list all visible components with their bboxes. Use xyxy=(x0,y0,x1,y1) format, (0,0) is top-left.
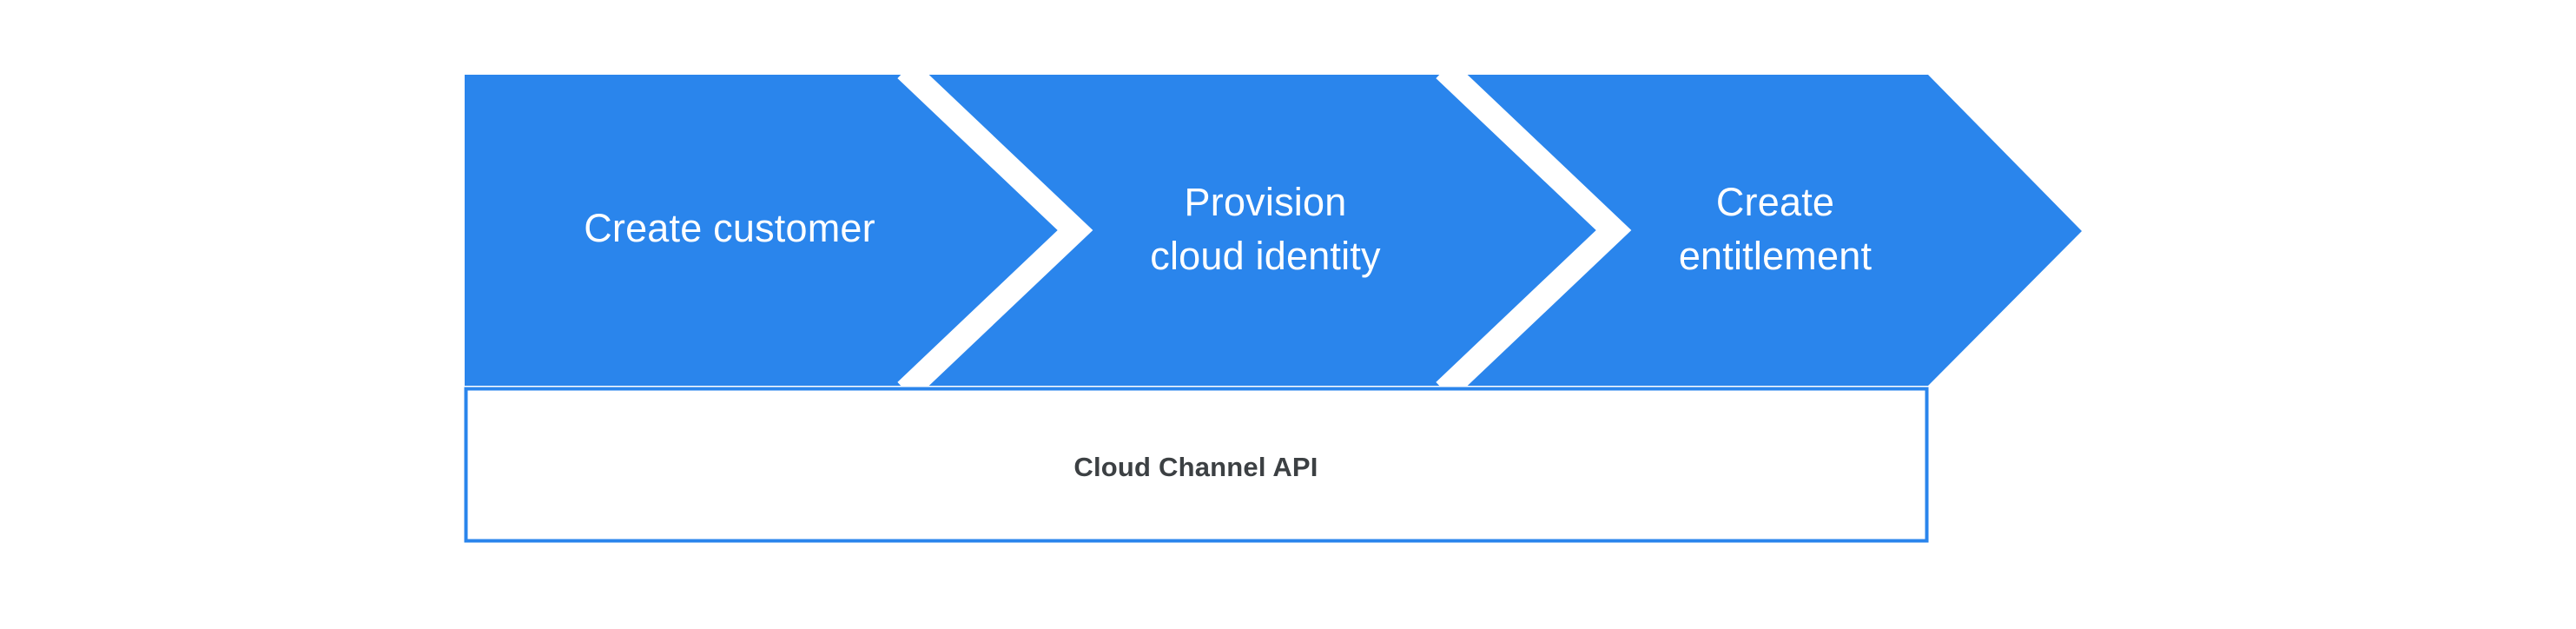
step-2-label-line-2: cloud identity xyxy=(1150,234,1381,278)
step-3-label-group: Create entitlement xyxy=(1679,180,1873,278)
step-3-label-line-1: Create xyxy=(1716,180,1834,224)
footer-box-label: Cloud Channel API xyxy=(1073,452,1318,482)
chevron-separator-1-icon xyxy=(897,60,1093,401)
step-3-label-line-2: entitlement xyxy=(1679,234,1873,278)
step-2-label-line-1: Provision xyxy=(1185,180,1347,224)
step-1-label-line-1: Create customer xyxy=(584,206,875,250)
step-1-label-group: Create customer xyxy=(584,206,875,250)
chevron-band-shape xyxy=(465,75,2082,386)
chevron-band-group xyxy=(465,75,2082,386)
footer-box-group: Cloud Channel API xyxy=(464,387,1929,543)
chevron-separator-2-icon xyxy=(1436,60,1632,401)
step-2-label-group: Provision cloud identity xyxy=(1150,180,1381,278)
chevron-separators-group xyxy=(897,60,1632,401)
footer-box xyxy=(464,387,1929,543)
